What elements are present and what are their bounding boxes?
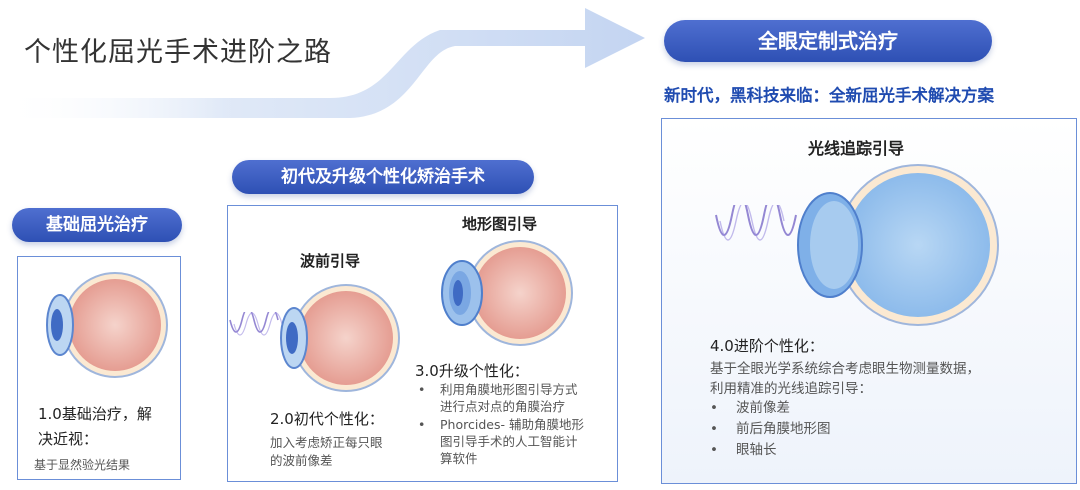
gen3-item-1-line2: 进行点对点的角膜治疗 [440, 399, 566, 414]
badge-basic-treatment: 基础屈光治疗 [12, 208, 182, 242]
badge-personalized-surgery-label: 初代及升级个性化矫治手术 [281, 167, 485, 187]
gen3-item-1-line1: 利用角膜地形图引导方式 [440, 382, 578, 397]
light-wave-icon [715, 205, 797, 241]
badge-personalized-surgery: 初代及升级个性化矫治手术 [232, 160, 534, 194]
gen3-item-2-line3: 算软件 [440, 451, 478, 466]
label-wavefront-guided: 波前引导 [300, 252, 361, 270]
label-topography-guided: 地形图引导 [462, 215, 538, 233]
gen3-item-2-line2: 图引导手术的人工智能计 [440, 434, 578, 449]
stage1-heading-2: 决近视： [38, 430, 99, 448]
gen2-heading: 2.0初代个性化： [270, 410, 384, 428]
gen2-desc-2: 的波前像差 [270, 453, 333, 468]
gen3-heading: 3.0升级个性化： [415, 362, 529, 380]
label-ray-tracing-guided: 光线追踪引导 [808, 139, 905, 158]
eyeball-icon [441, 240, 573, 346]
light-wave-icon [229, 312, 283, 336]
badge-whole-eye-treatment: 全眼定制式治疗 [664, 20, 992, 62]
list-item: •眼轴长 [710, 442, 777, 458]
gen4-desc-2: 利用精准的光线追踪引导： [710, 381, 872, 397]
gen4-item-1: 波前像差 [736, 400, 790, 416]
list-item: • 利用角膜地形图引导方式 进行点对点的角膜治疗 [418, 381, 584, 415]
gen3-list: • 利用角膜地形图引导方式 进行点对点的角膜治疗 • Phorcides- 辅助… [418, 381, 584, 467]
gen2-desc-1: 加入考虑矫正每只眼 [270, 435, 383, 450]
list-item: •波前像差 [710, 400, 790, 416]
page-title: 个性化屈光手术进阶之路 [24, 37, 332, 68]
gen4-heading: 4.0进阶个性化： [710, 337, 824, 355]
badge-whole-eye-treatment-label: 全眼定制式治疗 [758, 29, 898, 53]
badge-basic-treatment-label: 基础屈光治疗 [46, 215, 148, 235]
stage3-tagline: 新时代，黑科技来临：全新屈光手术解决方案 [664, 86, 994, 105]
list-item: •前后角膜地形图 [710, 421, 831, 437]
gen4-item-2: 前后角膜地形图 [736, 421, 831, 437]
gen4-list: •波前像差 •前后角膜地形图 •眼轴长 [710, 398, 831, 461]
list-item: • Phorcides- 辅助角膜地形 图引导手术的人工智能计 算软件 [418, 417, 584, 466]
eyeball-icon [280, 284, 400, 392]
eyeball-icon [797, 164, 999, 326]
stage1-heading-1: 1.0基础治疗，解 [38, 405, 152, 423]
gen4-item-3: 眼轴长 [736, 442, 777, 458]
gen4-desc-1: 基于全眼光学系统综合考虑眼生物测量数据， [710, 361, 980, 377]
eyeball-icon [46, 272, 168, 378]
gen3-item-2-line1: Phorcides- 辅助角膜地形 [440, 417, 584, 432]
stage1-desc: 基于显然验光结果 [34, 458, 131, 472]
